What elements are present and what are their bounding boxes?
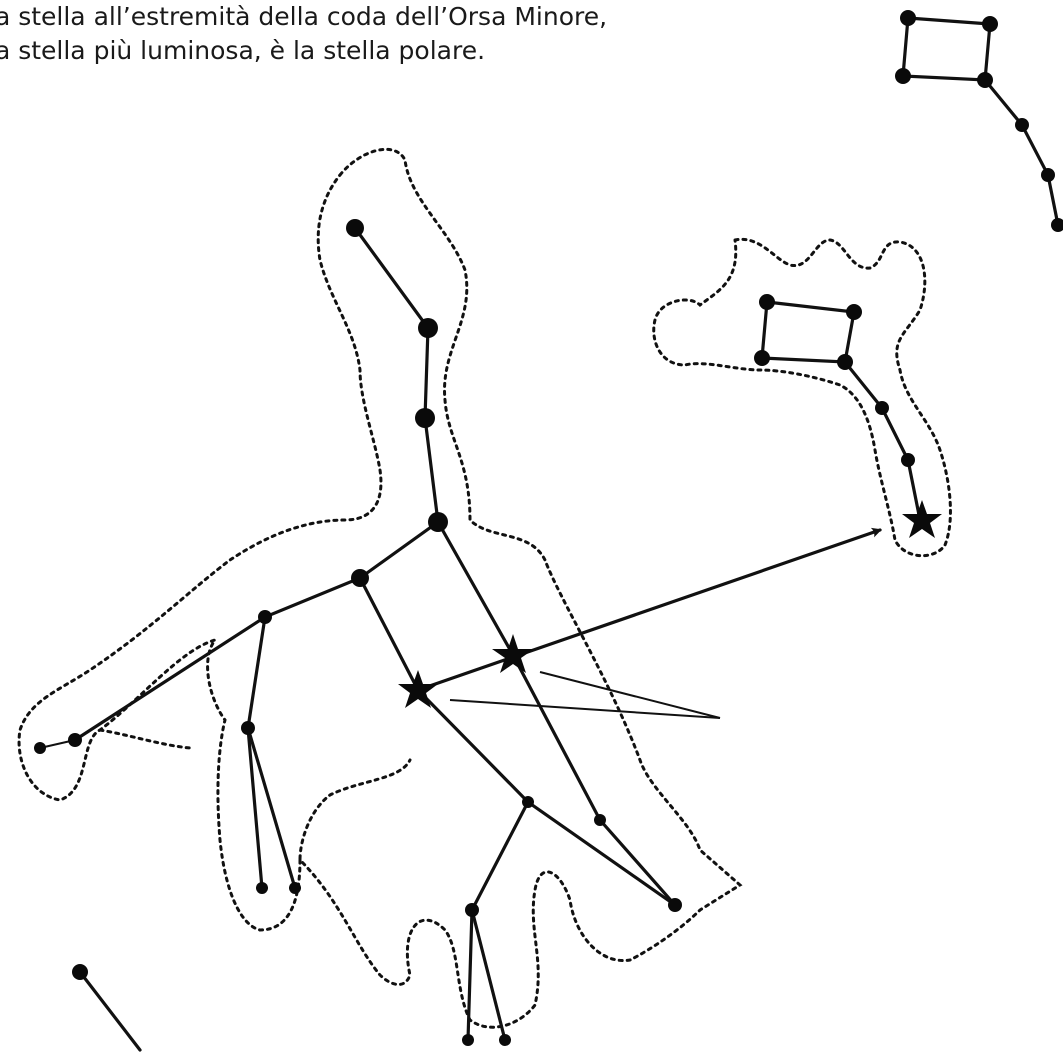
lower-left-fragment: [72, 964, 140, 1050]
pole-star-icon: [902, 500, 942, 538]
ursa-minor-outline: [654, 239, 951, 555]
pointer-guide-lines: [450, 672, 720, 718]
ursa-major-outline: [19, 149, 740, 1027]
ursa-minor-stars: [754, 294, 920, 520]
big-dipper-corner: [895, 10, 1063, 232]
